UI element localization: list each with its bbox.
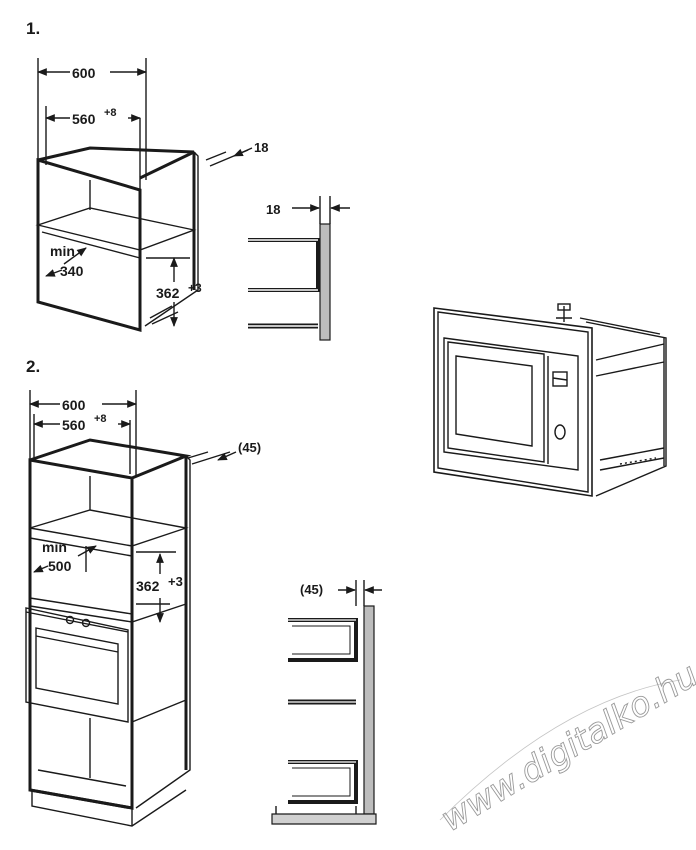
watermark-text: www.digitalko.hu xyxy=(434,655,696,840)
dim-total-width-2: 600 xyxy=(62,397,86,413)
dim-inner-width-2: 560 xyxy=(62,417,86,433)
step-1-label: 1. xyxy=(26,19,40,38)
cabinet-2 xyxy=(25,390,237,827)
dim-inner-width-tol-1: +8 xyxy=(104,107,117,119)
detail-gap-2: (45) xyxy=(300,582,323,597)
cabinet-1 xyxy=(35,58,253,332)
dim-min-depth-1: 340 xyxy=(60,263,84,279)
dim-side-thickness-1: 18 xyxy=(254,140,268,155)
built-in-microwave xyxy=(433,303,667,497)
dim-total-width-1: 600 xyxy=(72,65,96,81)
dim-min-depth-2: 500 xyxy=(48,558,72,574)
detail-side-1 xyxy=(248,196,350,341)
watermark: www.digitalko.hu xyxy=(434,655,696,841)
detail-side-2 xyxy=(271,580,382,825)
dim-min-label-1: min xyxy=(50,243,75,259)
detail-thickness-1: 18 xyxy=(266,202,280,217)
dim-inner-width-1: 560 xyxy=(72,111,96,127)
dim-gap-2: (45) xyxy=(238,440,261,455)
dim-height-tol-2: +3 xyxy=(168,574,183,589)
dim-inner-width-tol-2: +8 xyxy=(94,413,107,425)
step-2-label: 2. xyxy=(26,357,40,376)
dim-min-label-2: min xyxy=(42,539,67,555)
dim-height-tol-1: +3 xyxy=(188,281,202,295)
dim-height-2: 362 xyxy=(136,578,160,594)
dim-height-1: 362 xyxy=(156,285,180,301)
